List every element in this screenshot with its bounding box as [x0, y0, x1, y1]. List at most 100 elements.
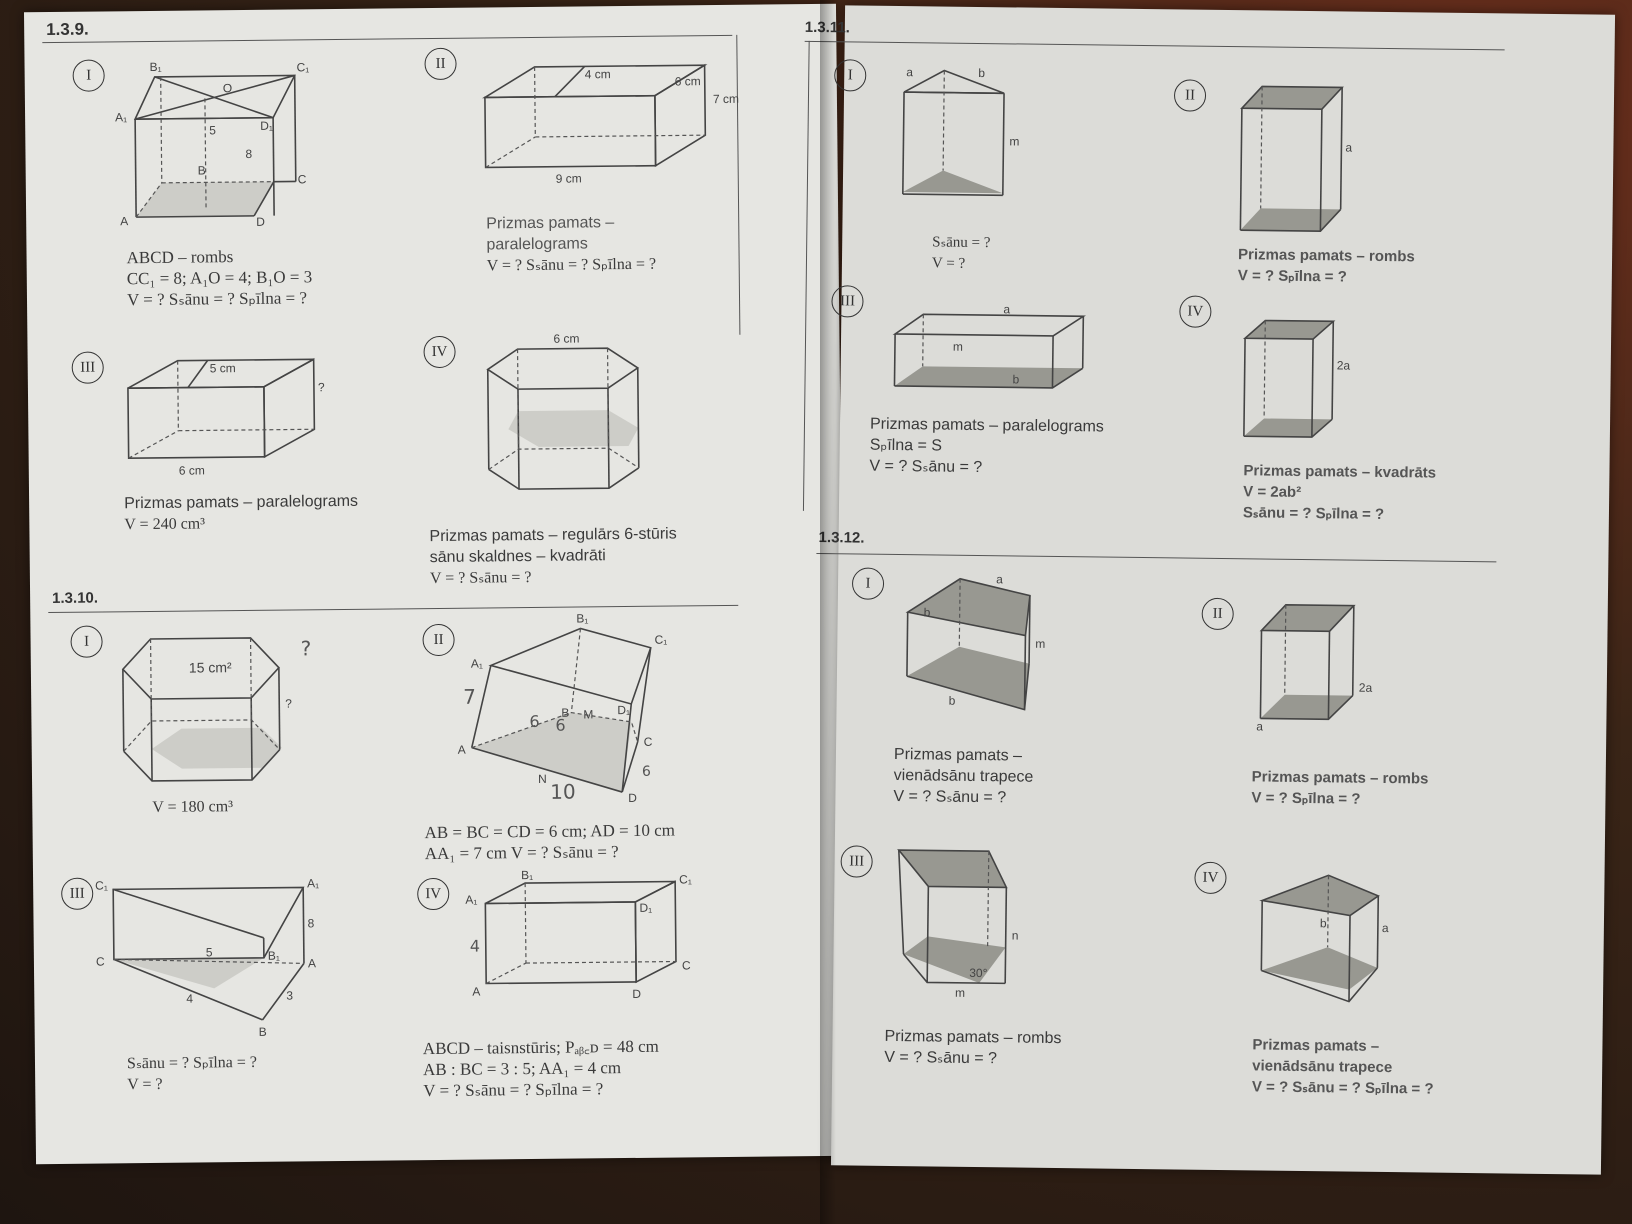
problem-text: ABCD – rombs CC₁ = 8; A₁O = 4; B₁O = 3 V…	[126, 247, 313, 310]
problem-text: Prizmas pamats – paralelograms V = 240 c…	[124, 492, 359, 534]
problem-roman-numeral: III	[61, 877, 94, 910]
problem-roman-numeral: III	[840, 845, 873, 878]
parallelogram-prism-figure: 5 cm ? 6 cm	[118, 351, 349, 483]
dimension-label: 4	[186, 992, 193, 1006]
vertex-label: B₁	[576, 611, 588, 625]
dimension-label: b	[1012, 372, 1019, 386]
dimension-label: m	[953, 340, 963, 354]
dimension-label: a	[1003, 302, 1010, 316]
vertex-label: A₁	[307, 876, 319, 890]
dimension-label: b	[978, 66, 985, 80]
section-number-1-3-10: 1.3.10.	[52, 589, 99, 608]
page-fold-shadow	[820, 0, 836, 1224]
dimension-label: 7 cm	[713, 92, 739, 106]
trapezoid-prism-figure: a b m b	[904, 572, 1066, 728]
hexagonal-prism-figure: 6 cm	[477, 328, 659, 510]
problem-roman-numeral: I	[851, 567, 885, 600]
vertex-label: D₁	[617, 703, 630, 717]
problem-text: Prizmas pamats – rombs V = ? Sₚīlna = ?	[1251, 768, 1429, 808]
problem-roman-numeral: III	[71, 351, 104, 384]
dimension-label: n	[1012, 928, 1019, 942]
dimension-label: a	[1256, 719, 1263, 733]
hexagonal-prism-figure: 15 cm² ? ?	[120, 627, 322, 789]
vertex-label: B₁	[149, 60, 161, 74]
vertex-label: D₁	[260, 119, 273, 133]
vertex-label: D	[256, 215, 265, 229]
section-rule	[816, 553, 1497, 563]
vertex-label: A	[308, 956, 316, 970]
triangular-prism-figure: a b m	[883, 62, 1035, 214]
rhombus-prism-figure: n m 30°	[893, 846, 1045, 1008]
dimension-label: a	[1345, 140, 1352, 154]
vertex-label: A₁	[115, 110, 127, 124]
dimension-label: ?	[318, 380, 325, 394]
problem-text: AB = BC = CD = 6 cm; AD = 10 cm AA₁ = 7 …	[424, 820, 676, 864]
problem-text: Sₛānu = ? Sₚīlna = ? V = ?	[126, 1053, 258, 1094]
vertex-label: B₁	[268, 949, 280, 963]
vertex-label: A₁	[465, 893, 477, 907]
problem-text: Sₛānu = ? V = ?	[931, 234, 991, 272]
parallelogram-prism-figure: 4 cm 6 cm 7 cm 9 cm	[474, 55, 745, 188]
dimension-label: 5	[206, 945, 213, 959]
dimension-label: 5 cm	[210, 361, 236, 375]
rhombus-prism-figure: a	[1232, 80, 1364, 242]
vertex-label: C	[298, 172, 307, 186]
dimension-label: b	[924, 605, 931, 619]
dimension-label: 2a	[1337, 358, 1351, 372]
vertex-label: B₁	[521, 868, 533, 882]
problem-text: Prizmas pamats – paralelograms Sₚīlna = …	[869, 415, 1104, 477]
dimension-label: 6 cm	[179, 463, 205, 477]
dimension-label: 6 cm	[675, 74, 701, 88]
dimension-label: 9 cm	[556, 171, 582, 185]
vertex-label: A	[120, 214, 128, 228]
trapezoid-prism-figure: b a	[1257, 870, 1409, 1022]
section-rule	[804, 40, 1505, 51]
angle-label: 30°	[969, 966, 988, 980]
vertex-label: C	[96, 954, 105, 968]
dimension-label: 6 cm	[553, 331, 579, 345]
problem-text: Prizmas pamats – regulārs 6-stūris sānu …	[429, 525, 677, 588]
problem-roman-numeral: IV	[1194, 861, 1227, 895]
vertex-label: A	[458, 743, 466, 757]
dimension-label: 4 cm	[585, 67, 611, 81]
problem-roman-numeral: I	[72, 59, 105, 92]
vertex-label: B	[259, 1025, 267, 1039]
handwritten-number: 10	[550, 780, 576, 804]
problem-text: Prizmas pamats – vienādsānu trapece V = …	[1251, 1036, 1434, 1098]
problem-roman-numeral: III	[831, 285, 864, 318]
dimension-label: ?	[285, 697, 292, 711]
problem-roman-numeral: II	[424, 47, 457, 81]
problem-text: Prizmas pamats – rombs V = ? Sₛānu = ?	[884, 1027, 1062, 1068]
vertex-label: C₁	[95, 878, 108, 892]
dimension-label: a	[996, 572, 1003, 586]
dimension-label: 8	[307, 916, 314, 930]
dimension-label: b	[949, 694, 956, 708]
handwritten-number: 6	[642, 764, 651, 780]
problem-roman-numeral: II	[1201, 597, 1234, 631]
triangular-prism-figure: C₁ A₁ 8 C 5 B₁ A 4 3 B	[93, 876, 325, 1049]
problem-roman-numeral: IV	[1179, 295, 1212, 328]
rhombus-prism-figure: B₁ C₁ A₁ O D₁ 5 8 B C A D	[104, 57, 309, 239]
section-number-1-3-9: 1.3.9.	[46, 19, 89, 40]
handwritten-number: 7	[463, 685, 476, 709]
problem-roman-numeral: I	[834, 59, 867, 92]
problem-text: Prizmas pamats – kvadrāts V = 2ab² Sₛānu…	[1242, 462, 1437, 523]
dimension-label: 3	[286, 989, 293, 1003]
dimension-label: m	[1009, 134, 1019, 148]
vertex-label: C₁	[655, 633, 668, 647]
vertex-label: C	[644, 735, 653, 749]
problem-roman-numeral: IV	[423, 335, 456, 369]
dimension-label: m	[955, 986, 965, 1000]
problem-text: V = 180 cm³	[152, 798, 234, 816]
trapezoid-prism-figure: B₁ C₁ A₁ B M D₁ A C N D 7 6 6 10 6	[450, 605, 682, 807]
handwritten-number: 6	[529, 712, 539, 731]
dimension-label: 5	[209, 123, 216, 137]
dimension-label: a	[906, 65, 913, 79]
vertex-label: N	[538, 772, 547, 786]
vertex-label: B	[198, 163, 206, 177]
vertex-label: B	[561, 706, 569, 720]
vertex-label: O	[223, 81, 232, 95]
problem-text: Prizmas pamats – vienādsānu trapece V = …	[893, 745, 1034, 807]
problem-text: Prizmas pamats – paralelograms V = ? Sₛā…	[486, 214, 657, 275]
vertex-label: D₁	[639, 901, 652, 915]
